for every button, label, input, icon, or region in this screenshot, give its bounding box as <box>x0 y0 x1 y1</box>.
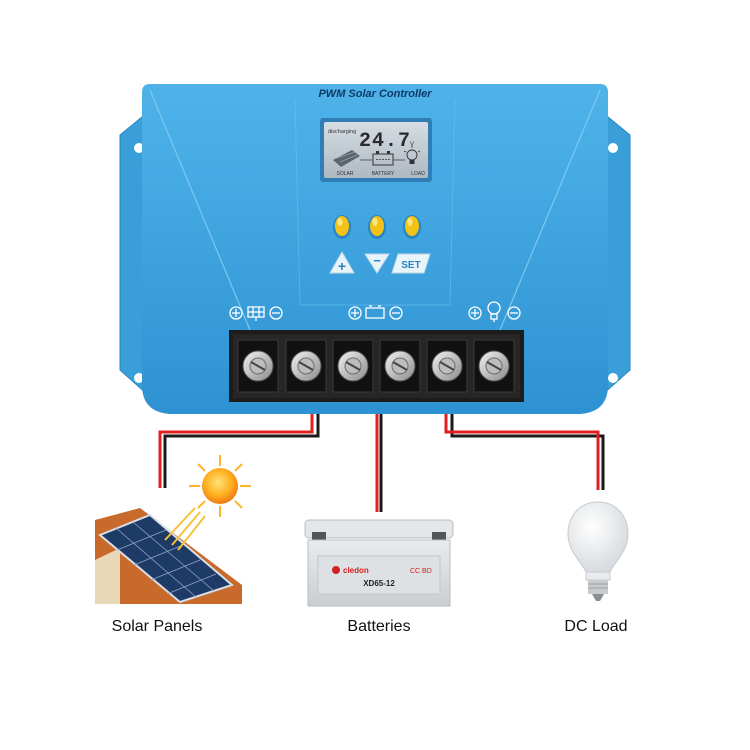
button-down[interactable] <box>368 215 386 239</box>
load-positive-icon <box>468 306 482 320</box>
plus-legend: + <box>329 250 355 274</box>
solar-wire-positive <box>158 414 314 488</box>
terminal-screw[interactable] <box>332 339 374 393</box>
button-set[interactable] <box>403 215 421 239</box>
load-wire-positive <box>444 414 600 490</box>
lcd-solar-panel-icon <box>333 150 360 167</box>
lcd-voltage-reading: 24.7 <box>359 130 411 153</box>
solar-positive-icon <box>229 306 243 320</box>
load-wire-negative <box>450 414 605 490</box>
terminal-labels <box>229 301 521 322</box>
terminal-block <box>229 330 524 402</box>
lcd-label-load: LOAD <box>411 171 425 177</box>
battery-icon <box>365 305 385 319</box>
battery-brand-logo <box>332 566 340 574</box>
sun-icon <box>189 455 251 517</box>
lcd-unit: V <box>410 142 414 148</box>
terminal-screw[interactable] <box>285 339 327 393</box>
set-legend-text: SET <box>401 260 420 271</box>
lcd-battery-icon <box>372 151 394 166</box>
sun-rays <box>164 507 206 551</box>
mount-hole-top-right <box>608 143 618 153</box>
control-buttons: + − SET <box>329 215 431 274</box>
battery-brand: cledon <box>343 566 369 575</box>
caption-batteries: Batteries <box>347 618 410 635</box>
battery-negative-icon <box>389 306 403 320</box>
lcd-label-solar: SOLAR <box>337 171 354 177</box>
battery-positive-icon <box>348 306 362 320</box>
lcd-display: discharging 24.7 V <box>320 118 432 182</box>
battery-model: XD65-12 <box>363 579 395 588</box>
caption-solar-panels: Solar Panels <box>112 618 203 635</box>
wiring <box>158 414 605 512</box>
solar-panel-icon <box>247 306 265 321</box>
body-facet <box>294 99 456 306</box>
minus-legend: − <box>364 253 390 274</box>
mount-hole-top-left <box>134 143 144 153</box>
load-negative-icon <box>507 306 521 320</box>
button-up[interactable] <box>333 215 351 239</box>
caption-dc-load: DC Load <box>564 618 627 635</box>
body-facet <box>499 89 601 331</box>
terminal-screw[interactable] <box>379 339 421 393</box>
led-bulb-illustration <box>567 501 629 601</box>
body-facet <box>149 89 251 331</box>
lcd-status-text: discharging <box>328 129 356 135</box>
battery-illustration: cledon CC BD XD65-12 <box>304 519 454 607</box>
house-wall <box>95 548 120 604</box>
lcd-bulb-icon <box>403 146 421 164</box>
plus-legend-text: + <box>338 258 346 274</box>
solar-wire-negative <box>163 414 320 488</box>
solar-panel-illustration <box>95 455 251 604</box>
lcd-label-battery: BATTERY <box>372 171 395 177</box>
minus-legend-text: − <box>373 253 381 268</box>
bulb-glass <box>567 501 629 573</box>
solar-negative-icon <box>269 306 283 320</box>
battery-badge: CC BD <box>410 568 432 575</box>
terminal-screw[interactable] <box>237 339 279 393</box>
mount-hole-bottom-right <box>608 373 618 383</box>
bulb-base <box>588 580 608 601</box>
terminal-screw[interactable] <box>473 339 515 393</box>
bulb-icon <box>487 301 501 322</box>
brand-label: PWM Solar Controller <box>318 88 432 100</box>
solar-panel-array <box>98 513 235 604</box>
charge-controller: PWM Solar Controller discharging 24.7 V <box>119 84 631 414</box>
mount-hole-bottom-left <box>134 373 144 383</box>
set-legend: SET <box>391 253 431 274</box>
terminal-screw[interactable] <box>426 339 468 393</box>
